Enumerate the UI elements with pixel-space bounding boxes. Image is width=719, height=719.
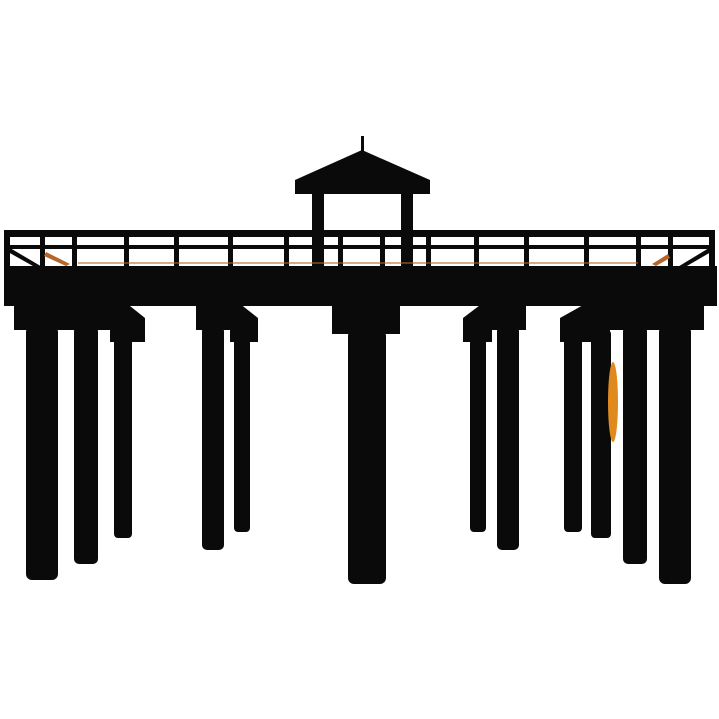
piles xyxy=(26,326,691,584)
railing-post-16 xyxy=(709,230,715,270)
glow-deck-edge xyxy=(78,262,638,264)
railing-mid-rail xyxy=(8,245,711,249)
pile-6 xyxy=(348,330,386,584)
pile-cap-right-center xyxy=(463,296,526,342)
railing-post-15 xyxy=(668,234,673,270)
railing-post-8 xyxy=(338,234,343,270)
pile-cap-left-center xyxy=(196,296,258,342)
glow-pile-highlight xyxy=(608,362,618,442)
railing-post-14 xyxy=(636,234,641,270)
railing xyxy=(4,230,715,270)
pile-3 xyxy=(114,338,132,538)
glow-right-corner xyxy=(652,254,670,266)
railing-post-4 xyxy=(124,234,129,270)
railing-post-11 xyxy=(474,234,479,270)
railing-post-9 xyxy=(380,234,385,270)
pile-caps xyxy=(14,290,704,342)
railing-post-5 xyxy=(174,234,179,270)
railing-post-13 xyxy=(584,234,589,270)
glow-left-corner xyxy=(44,252,70,266)
railing-post-12 xyxy=(524,234,529,270)
gazebo-spire xyxy=(361,136,364,152)
railing-top-rail xyxy=(4,230,715,237)
sunset-glow xyxy=(44,252,670,442)
pile-cap-center xyxy=(332,304,400,334)
railing-post-2 xyxy=(40,234,45,270)
railing-corner-left xyxy=(8,248,44,270)
railing-post-1 xyxy=(4,230,10,270)
gazebo-roof xyxy=(295,150,430,194)
pile-2 xyxy=(74,326,98,564)
pile-12 xyxy=(659,326,691,584)
pile-7 xyxy=(470,338,486,532)
pile-8 xyxy=(497,326,519,550)
railing-post-3 xyxy=(72,234,77,270)
pile-4 xyxy=(202,326,224,550)
pile-5 xyxy=(234,338,250,532)
pile-9 xyxy=(564,338,582,532)
railing-corner-right xyxy=(676,248,711,270)
pile-1 xyxy=(26,326,58,580)
pile-10 xyxy=(591,330,611,538)
railing-post-7 xyxy=(284,234,289,270)
pier-silhouette xyxy=(4,136,717,584)
railing-post-6 xyxy=(228,234,233,270)
pile-11 xyxy=(623,326,647,564)
railing-post-10 xyxy=(426,234,431,270)
